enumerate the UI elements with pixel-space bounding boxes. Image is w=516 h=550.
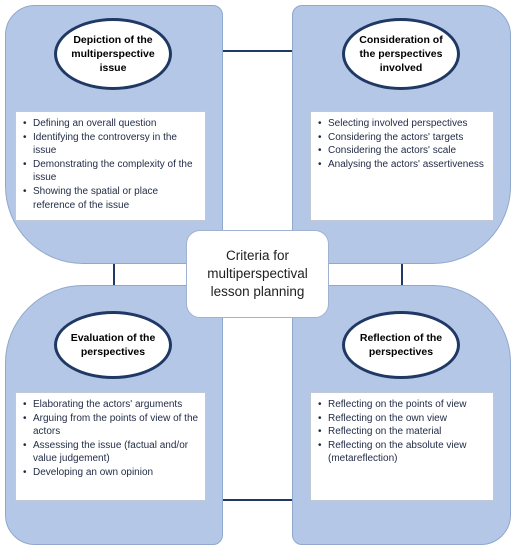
list-item-text: Reflecting on the points of view: [328, 399, 467, 410]
oval-depiction-title: Depiction of the multiperspective issue: [54, 18, 172, 90]
list-item-text: Assessing the issue (factual and/or valu…: [33, 439, 189, 465]
list-item-text: Demonstrating the complexity of the issu…: [33, 158, 193, 184]
list-item: • Considering the actors' scale: [315, 144, 487, 158]
criteria-list: • Defining an overall question • Identifyi…: [20, 117, 199, 212]
list-item: • Demonstrating the complexity of the iss…: [20, 158, 199, 185]
list-item-text: Considering the actors' scale: [328, 145, 457, 157]
bullet-icon: •: [23, 412, 27, 424]
oval-reflection-title: Reflection of the perspectives: [342, 311, 460, 379]
list-item: • Developing an own opinion: [20, 466, 199, 480]
bullet-icon: •: [318, 412, 322, 424]
list-item: • Assessing the issue (factual and/or val…: [20, 439, 199, 466]
list-box-consideration: • Selecting involved perspectives • Consid…: [310, 111, 494, 221]
bullet-icon: •: [23, 439, 27, 451]
panel-title: Consideration of the perspectives involv…: [359, 34, 443, 74]
bullet-icon: •: [23, 466, 27, 478]
list-item: • Defining an overall question: [20, 117, 199, 131]
list-box-evaluation: • Elaborating the actors' arguments • Argu…: [15, 392, 206, 501]
connector-right: [401, 264, 403, 285]
panel-title: Depiction of the multiperspective issue: [71, 34, 155, 74]
list-item: • Considering the actors' targets: [315, 131, 487, 145]
oval-evaluation-title: Evaluation of the perspectives: [54, 311, 172, 379]
list-item: • Analysing the actors' assertiveness: [315, 158, 487, 172]
list-item-text: Showing the spatial or place reference o…: [33, 185, 159, 211]
list-item: • Reflecting on the material: [315, 425, 487, 439]
bullet-icon: •: [23, 158, 27, 170]
criteria-list: • Selecting involved perspectives • Consid…: [315, 117, 487, 171]
list-box-depiction: • Defining an overall question • Identifyi…: [15, 111, 206, 221]
list-item: • Reflecting on the own view: [315, 412, 487, 426]
oval-consideration-title: Consideration of the perspectives involv…: [342, 18, 460, 90]
bullet-icon: •: [23, 399, 27, 410]
connector-left: [113, 264, 115, 285]
bullet-icon: •: [23, 185, 27, 197]
list-item: • Showing the spatial or place reference …: [20, 185, 199, 212]
bullet-icon: •: [318, 145, 322, 157]
bullet-icon: •: [318, 118, 322, 129]
list-item: • Reflecting on the absolute view (metare…: [315, 439, 487, 466]
list-item: • Reflecting on the points of view: [315, 398, 487, 412]
list-item-text: Developing an own opinion: [33, 466, 154, 478]
bullet-icon: •: [318, 399, 322, 410]
bullet-icon: •: [318, 426, 322, 438]
list-item-text: Analysing the actors' assertiveness: [328, 158, 484, 170]
list-item: • Arguing from the points of view of the …: [20, 412, 199, 439]
list-item-text: Reflecting on the material: [328, 426, 442, 438]
panel-title: Reflection of the perspectives: [359, 332, 443, 358]
list-item: • Selecting involved perspectives: [315, 117, 487, 131]
criteria-list: • Elaborating the actors' arguments • Argu…: [20, 398, 199, 480]
panel-title: Evaluation of the perspectives: [70, 332, 156, 358]
list-item-text: Selecting involved perspectives: [328, 118, 468, 129]
list-item-text: Considering the actors' targets: [328, 131, 464, 143]
list-item-text: Reflecting on the own view: [328, 412, 447, 424]
list-item-text: Elaborating the actors' arguments: [33, 399, 183, 410]
list-box-reflection: • Reflecting on the points of view • Refle…: [310, 392, 494, 501]
criteria-list: • Reflecting on the points of view • Refle…: [315, 398, 487, 466]
center-title-box: Criteria for multiperspectival lesson pl…: [186, 230, 329, 318]
list-item: • Identifying the controversy in the issu…: [20, 131, 199, 158]
connector-top: [223, 50, 292, 52]
list-item-text: Defining an overall question: [33, 118, 157, 129]
diagram-title: Criteria for multiperspectival lesson pl…: [207, 248, 308, 299]
connector-bottom: [223, 499, 292, 501]
bullet-icon: •: [318, 158, 322, 170]
bullet-icon: •: [23, 118, 27, 129]
list-item-text: Arguing from the points of view of the a…: [33, 412, 199, 438]
list-item-text: Reflecting on the absolute view (metaref…: [328, 439, 467, 465]
list-item: • Elaborating the actors' arguments: [20, 398, 199, 412]
bullet-icon: •: [23, 131, 27, 143]
list-item-text: Identifying the controversy in the issue: [33, 131, 177, 157]
bullet-icon: •: [318, 439, 322, 451]
bullet-icon: •: [318, 131, 322, 143]
